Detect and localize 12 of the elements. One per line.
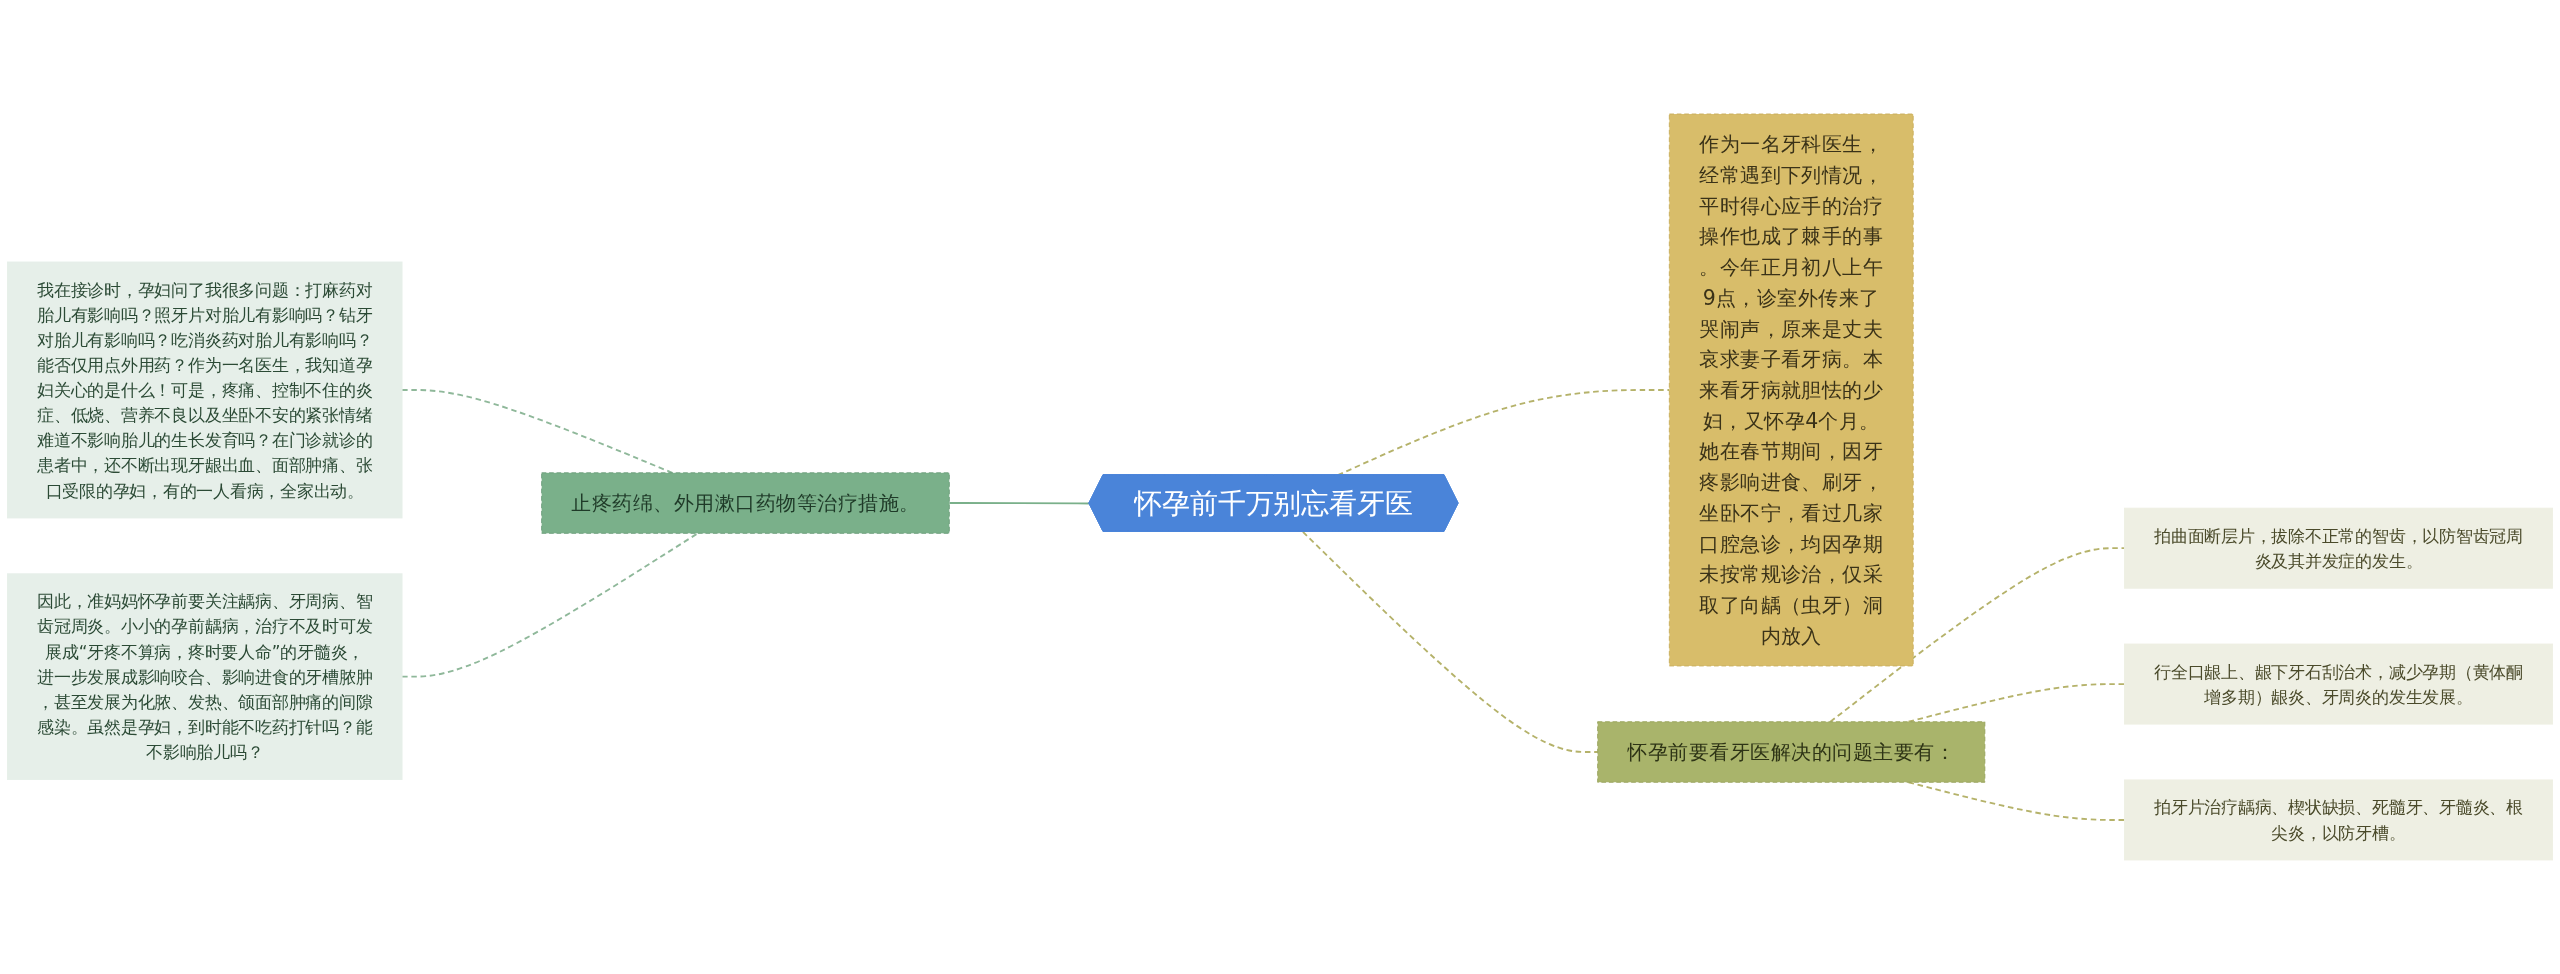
connector [1829, 547, 2126, 723]
node-box: 因此，准妈妈怀孕前要关注龋病、牙周病、智齿冠周炎。小小的孕前龋病，治疗不及时可发展成“牙疼不算病，疼时要人命”的牙髓炎，进一步发展成影响咬合、影响进食的牙槽脓肿，甚至发展为化脓、发热、颌面部肿痛的间隙感染。虽然是孕妇，到时能不吃药打针吗？能不影响胎儿吗？ [7, 573, 403, 780]
connector [401, 532, 699, 678]
node-box: 我在接诊时，孕妇问了我很多问题：打麻药对胎儿有影响吗？照牙片对胎儿有影响吗？钻牙对胎儿有影响吗？吃消炎药对胎儿有影响吗？能否仅用点外用药？作为一名医生，我知道孕妇关心的是什么！可是，疼痛、控制不住的炎症、低烧、营养不良以及坐卧不安的紧张情绪难道不影响胎儿的生长发育吗？在门诊就诊的患者中，还不断出现牙龈出血、面部肿痛、张口受限的孕妇，有的一人看病，全家出动。 [7, 261, 403, 519]
node-box: 拍牙片治疗龋病、楔状缺损、死髓牙、牙髓炎、根尖炎，以防牙槽。 [2123, 779, 2553, 861]
node-box: 行全口龈上、龈下牙石刮治术，减少孕期（黄体酮增多期）龈炎、牙周炎的发生发展。 [2123, 643, 2553, 725]
node-box: 止疼药绵、外用漱口药物等治疗措施。 [541, 472, 950, 534]
node-box: 怀孕前要看牙医解决的问题主要有： [1597, 721, 1986, 783]
node-box: 作为一名牙科医生，经常遇到下列情况，平时得心应手的治疗操作也成了棘手的事。今年正月初八上午9点，诊室外传来了哭闹声，原来是丈夫哀求妻子看牙病。本来看牙病就胆怯的少妇，又怀孕4个月。她在春节期间，因牙疼影响进食、刷牙，坐卧不宁，看过几家口腔急诊，均因孕期未按常规诊治，仅采取了向龋（虫牙）洞内放入 [1668, 113, 1914, 667]
connector [1302, 531, 1599, 753]
node-box: 拍曲面断层片，拔除不正常的智齿，以防智齿冠周炎及其并发症的发生。 [2123, 507, 2553, 589]
connector [948, 502, 1091, 505]
